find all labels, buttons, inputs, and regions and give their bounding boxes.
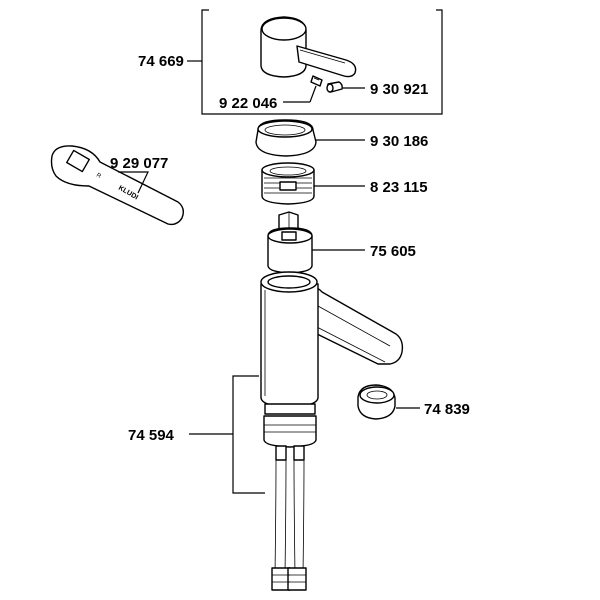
handle-icon [260,16,357,78]
label-set-screw: 9 22 046 [219,95,277,112]
aerator-icon [357,384,420,420]
svg-text:R: R [95,173,102,181]
label-handle-plug: 9 30 921 [370,81,428,98]
label-cartridge: 75 605 [370,243,416,260]
cartridge-icon [267,211,365,274]
label-clamping-nut: 8 23 115 [370,179,428,196]
threaded-nut-icon [261,162,365,205]
handle-group-bracket [187,9,443,115]
faucet-body-icon [189,271,404,591]
set-screw-icon [283,75,323,103]
wrench-icon: KLUDI R [50,145,185,226]
label-faucet-body: 74 594 [128,427,175,444]
cover-ring-icon [255,119,365,157]
label-aerator: 74 839 [424,401,470,418]
label-wrench: 9 29 077 [110,155,168,172]
label-cover-ring: 9 30 186 [370,133,428,150]
plug-icon [326,81,365,93]
label-handle: 74 669 [138,53,184,70]
